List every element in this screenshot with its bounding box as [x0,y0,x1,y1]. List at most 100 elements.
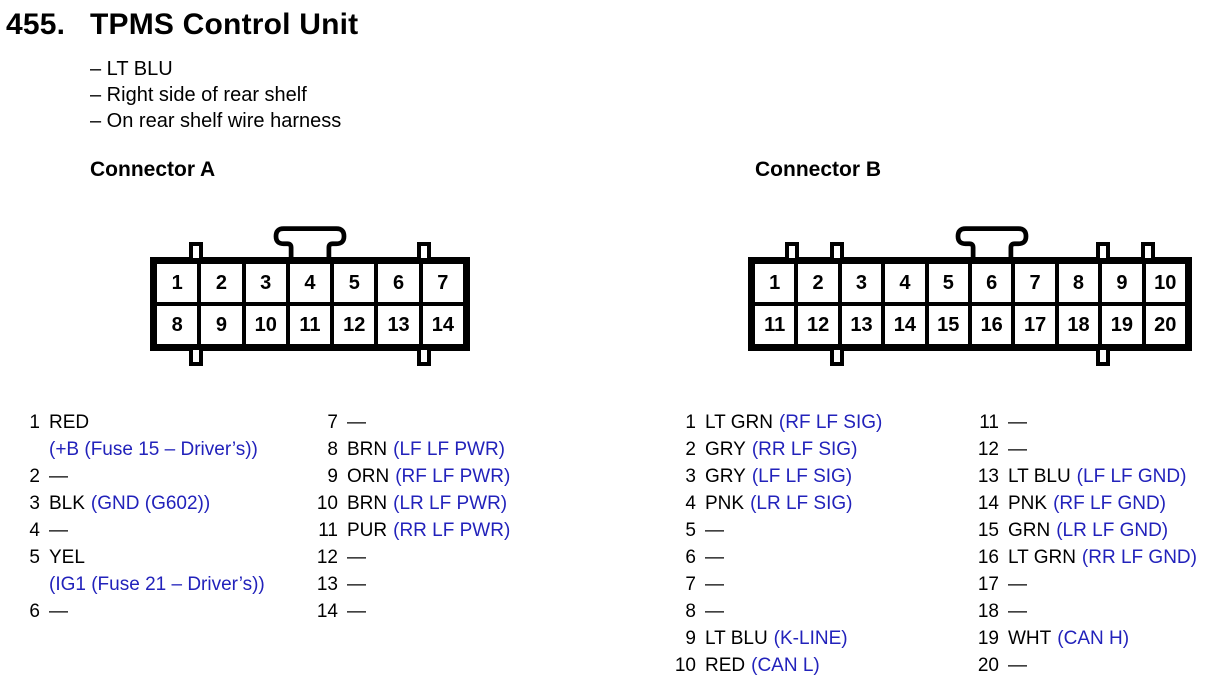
pin-description: — [347,409,366,436]
pin-description: ORN(RF LF PWR) [347,463,510,490]
connector-cell: 6 [970,262,1014,304]
pin-number: 16 [977,547,999,568]
pin-row: 14 PNK(RF LF GND) [969,490,1197,517]
pin-row: 17 — [969,571,1197,598]
pin-description: BRN(LF LF PWR) [347,436,505,463]
pin-description: YEL(IG1 (Fuse 21 – Driver’s)) [49,544,265,598]
pin-number: 7 [327,412,338,433]
pin-number: 8 [327,439,338,460]
connector-cell: 2 [199,262,244,304]
wire-color: — [347,547,366,568]
pin-row: 5 YEL(IG1 (Fuse 21 – Driver’s)) [10,544,265,598]
wire-color: GRY [705,439,746,460]
signal-name: (+B (Fuse 15 – Driver’s)) [49,439,258,460]
wire-color: BRN [347,493,388,514]
pin-description: — [705,598,724,625]
wire-color: — [1008,601,1027,622]
pin-number: 11 [318,520,338,541]
page-title: 455. TPMS Control Unit [6,8,358,42]
pin-number: 13 [316,574,338,595]
pin-number: 8 [685,601,696,622]
pin-description: GRN(LR LF GND) [1008,517,1168,544]
pin-row: 15 GRN(LR LF GND) [969,517,1197,544]
pin-row: 6— [10,598,265,625]
connector-cell: 17 [1013,304,1057,346]
signal-name: (RF LF GND) [1053,493,1167,514]
note-line: – Right side of rear shelf [90,84,307,106]
pin-description: — [705,571,724,598]
section-title: TPMS Control Unit [90,8,359,41]
pin-row: 7— [666,571,882,598]
pin-number: 2 [685,439,696,460]
pin-number: 5 [29,547,40,568]
connector-cell: 10 [243,304,288,346]
signal-name: (LR LF PWR) [393,493,508,514]
pin-description: LT BLU(LF LF GND) [1008,463,1186,490]
pin-description: — [1008,409,1027,436]
connector-cell: 4 [287,262,333,304]
pin-description: — [705,544,724,571]
pin-number: 4 [29,520,40,541]
pin-description: — [347,598,366,625]
signal-name: (LF LF SIG) [751,466,853,487]
wire-color: LT BLU [1008,466,1071,487]
signal-name: (GND (G602)) [90,493,211,514]
pin-number: 14 [977,493,999,514]
pin-description: RED(CAN L) [705,652,820,679]
wire-color: — [49,466,68,487]
pin-description: — [1008,436,1027,463]
wire-color: — [347,574,366,595]
connector-cell: 3 [839,262,884,304]
connector-cell: 2 [796,262,840,304]
pin-number: 5 [685,520,696,541]
note-line: – On rear shelf wire harness [90,110,342,132]
wire-color: PNK [1008,493,1048,514]
section-number: 455. [6,8,66,41]
signal-name: (RR LF GND) [1081,547,1197,568]
wire-color: RED [49,412,90,433]
pin-description: — [1008,571,1027,598]
signal-name: (RR LF PWR) [393,520,511,541]
wire-color: GRN [1008,520,1051,541]
pin-description: — [705,517,724,544]
pin-number: 7 [685,574,696,595]
wire-color: GRY [705,466,746,487]
pin-description: LT BLU(K-LINE) [705,625,848,652]
wire-color: — [705,574,724,595]
mount-tab [1096,346,1111,366]
pin-row: 12— [308,544,510,571]
wire-color: ORN [347,466,390,487]
pin-number: 19 [977,628,999,649]
pin-number: 17 [977,574,999,595]
pin-row: 20— [969,652,1197,679]
signal-name: (RF LF PWR) [395,466,511,487]
pin-number: 3 [29,493,40,514]
pin-description: WHT(CAN H) [1008,625,1129,652]
mount-tab [188,346,203,366]
pin-number: 3 [685,466,696,487]
pin-number: 15 [977,520,999,541]
wire-color: PUR [347,520,388,541]
pin-row: 8 BRN(LF LF PWR) [308,436,510,463]
pin-description: PNK(RF LF GND) [1008,490,1166,517]
mount-tab [829,242,844,262]
signal-name: (CAN H) [1057,628,1130,649]
pin-number: 1 [685,412,696,433]
connector-cell: 5 [332,262,377,304]
mount-tab [1096,242,1111,262]
connector-cell: 15 [926,304,970,346]
location-notes: – LT BLU – Right side of rear shelf – On… [90,56,341,134]
signal-name: (CAN L) [751,655,820,676]
wire-color: — [347,601,366,622]
pin-description: LT GRN(RF LF SIG) [705,409,882,436]
pin-row: 6— [666,544,882,571]
